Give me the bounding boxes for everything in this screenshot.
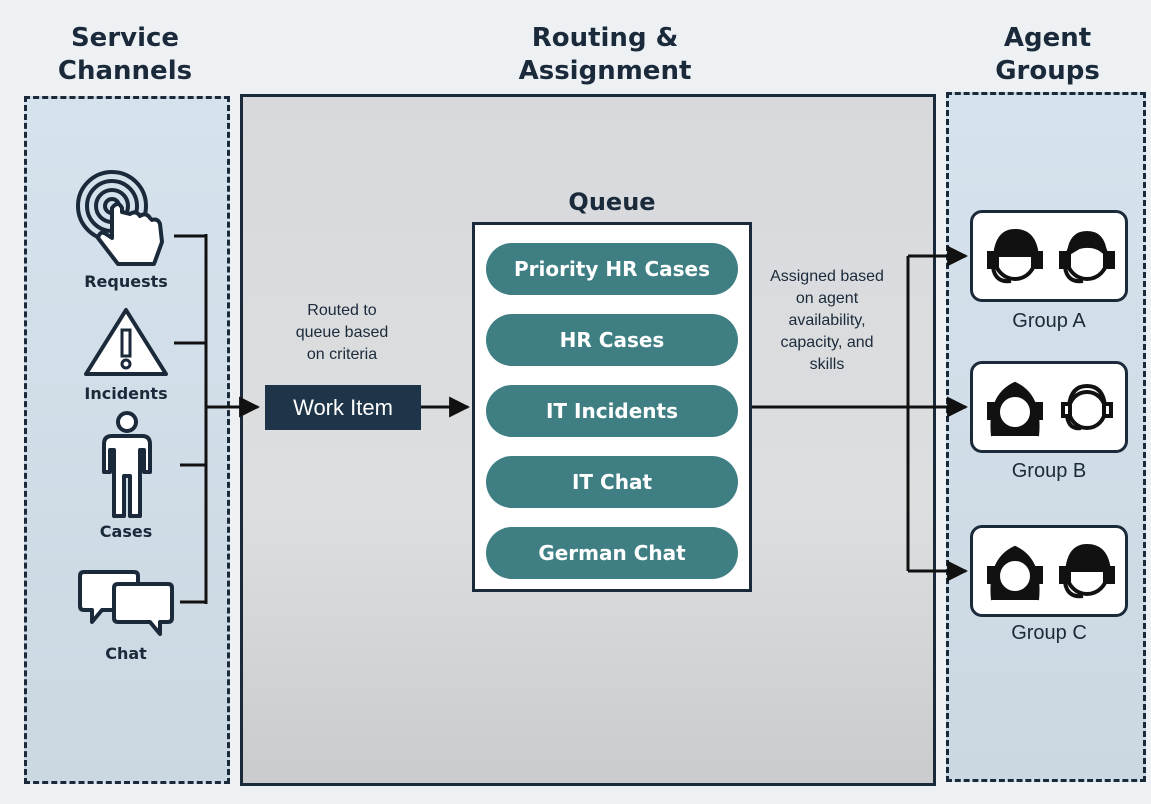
group-a-box <box>970 210 1128 302</box>
note-line: Routed to <box>307 302 377 319</box>
work-item-box: Work Item <box>265 385 421 430</box>
assignment-note: Assigned based on agent availability, ca… <box>752 266 902 376</box>
channel-label-requests: Requests <box>84 272 168 291</box>
warning-icon <box>84 308 168 376</box>
queue-item: Priority HR Cases <box>486 243 738 295</box>
queue-item: German Chat <box>486 527 738 579</box>
note-line: queue based <box>295 324 389 341</box>
title-line: Channels <box>57 56 193 86</box>
queue-item: IT Chat <box>486 456 738 508</box>
touch-target-icon <box>76 170 164 266</box>
channel-label-incidents: Incidents <box>84 384 168 403</box>
routing-title: Routing & Assignment <box>480 22 730 88</box>
group-a-label: Group A <box>1012 310 1086 332</box>
title-line: Routing & <box>531 23 679 53</box>
routing-note: Routed to queue based on criteria <box>262 300 422 366</box>
queue-item: IT Incidents <box>486 385 738 437</box>
note-line: on agent <box>795 290 859 307</box>
title-line: Service <box>70 23 180 53</box>
service-channels-title: Service Channels <box>40 22 210 88</box>
queue-box: Priority HR Cases HR Cases IT Incidents … <box>472 222 752 592</box>
note-line: Assigned based <box>770 268 884 285</box>
channel-label-chat: Chat <box>105 644 147 663</box>
chat-bubbles-icon <box>78 570 174 636</box>
queue-title: Queue <box>568 188 656 216</box>
title-line: Agent <box>1003 23 1092 53</box>
group-b-box <box>970 361 1128 453</box>
person-icon <box>102 411 152 518</box>
note-line: skills <box>809 356 845 373</box>
channel-label-cases: Cases <box>99 522 153 541</box>
agent-headset-icon <box>987 381 1113 437</box>
note-line: capacity, and <box>780 334 874 351</box>
title-line: Assignment <box>518 56 692 86</box>
group-b-label: Group B <box>1011 460 1087 482</box>
queue-item: HR Cases <box>486 314 738 366</box>
agent-headset-icon <box>987 543 1115 601</box>
group-c-label: Group C <box>1011 622 1087 644</box>
agent-headset-icon <box>987 228 1115 284</box>
title-line: Groups <box>995 56 1100 86</box>
agent-groups-title: Agent Groups <box>960 22 1135 88</box>
note-line: on criteria <box>306 346 378 363</box>
group-c-box <box>970 525 1128 617</box>
note-line: availability, <box>788 312 866 329</box>
